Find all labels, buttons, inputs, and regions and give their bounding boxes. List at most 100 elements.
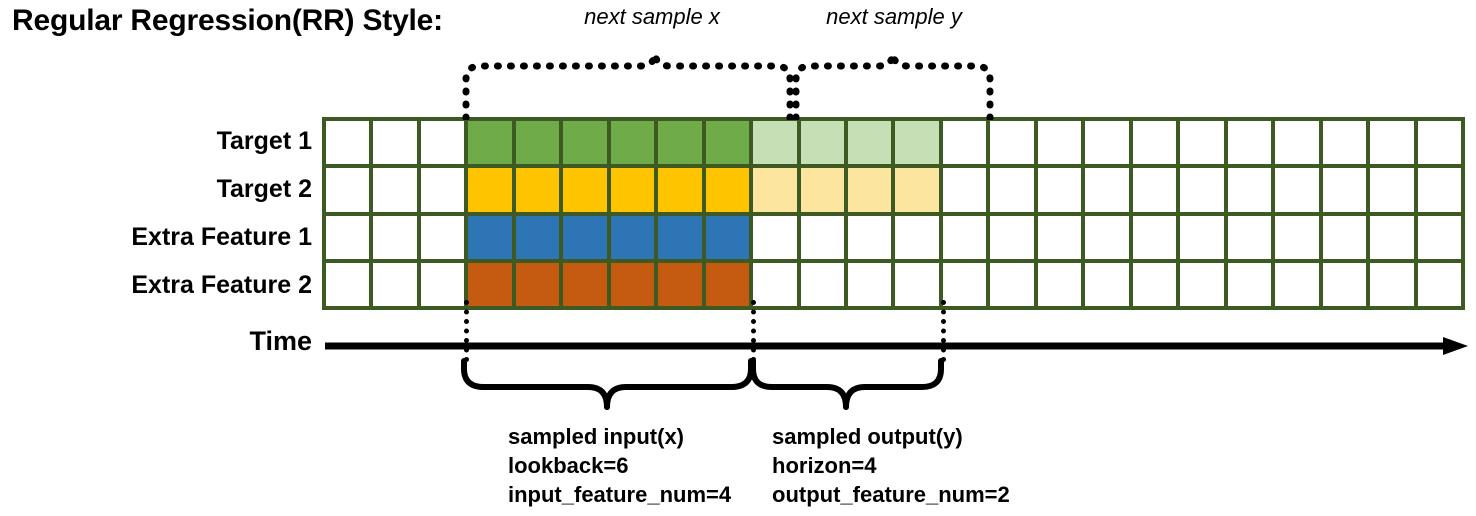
grid-cell — [848, 168, 892, 212]
grid-cell — [610, 262, 655, 306]
grid-cell — [1227, 215, 1272, 259]
grid-cell — [1322, 168, 1367, 212]
grid-cell — [1132, 215, 1177, 259]
grid-cell — [1227, 121, 1272, 165]
grid-cell — [1322, 121, 1367, 165]
grid-cell — [895, 168, 939, 212]
time-axis-arrow — [325, 337, 1468, 355]
grid-cell — [705, 121, 750, 165]
grid-cell — [1322, 215, 1367, 259]
caption-sampled-input-line-1: sampled input(x) — [508, 424, 685, 449]
grid-cell — [326, 168, 370, 212]
grid-cell — [800, 215, 845, 259]
guide-line-output-end — [941, 300, 946, 362]
grid-cell — [1370, 262, 1414, 306]
grid-cell — [1370, 121, 1414, 165]
caption-sampled-input: sampled input(x) lookback=6 input_featur… — [508, 422, 731, 509]
grid-cell — [468, 168, 512, 212]
top-brace-layer — [0, 0, 1476, 122]
bottom-brace-layer — [0, 355, 1476, 415]
grid-cell — [373, 262, 417, 306]
grid-cell — [705, 215, 750, 259]
grid-cell — [468, 262, 512, 306]
grid-cell — [658, 121, 702, 165]
grid-cell — [1085, 215, 1129, 259]
grid-cell — [1275, 121, 1319, 165]
page-title: Regular Regression(RR) Style: — [12, 4, 443, 37]
guide-line-input-start — [464, 300, 469, 362]
caption-sampled-output: sampled output(y) horizon=4 output_featu… — [772, 422, 1010, 509]
grid-cell — [1132, 168, 1177, 212]
grid-cell — [563, 168, 607, 212]
grid-cell — [1132, 262, 1177, 306]
grid-cell — [1180, 262, 1224, 306]
grid-cell — [1037, 215, 1082, 259]
grid-cell — [610, 215, 655, 259]
grid-cell — [848, 215, 892, 259]
timeline-grid — [322, 117, 1465, 310]
grid-cell — [1132, 121, 1177, 165]
grid-cell — [515, 121, 560, 165]
grid-cell — [848, 262, 892, 306]
grid-cell — [515, 168, 560, 212]
grid-cell — [942, 215, 987, 259]
caption-next-sample-y: next sample y — [826, 4, 962, 29]
grid-cell — [800, 121, 845, 165]
caption-sampled-output-line-3: output_feature_num=2 — [772, 482, 1010, 508]
grid-cell — [1417, 215, 1461, 259]
grid-cell — [1180, 121, 1224, 165]
grid-cell — [1275, 262, 1319, 306]
grid-cell — [800, 168, 845, 212]
grid-cell — [942, 262, 987, 306]
row-label-extra-feature-1: Extra Feature 1 — [131, 223, 312, 251]
grid-cell — [1370, 215, 1414, 259]
grid-cell — [990, 168, 1034, 212]
grid-cell — [373, 121, 417, 165]
grid-cell — [1180, 168, 1224, 212]
grid-cell — [990, 121, 1034, 165]
grid-cell — [895, 215, 939, 259]
grid-cell — [800, 262, 845, 306]
grid-cell — [1227, 262, 1272, 306]
grid-cell — [1085, 168, 1129, 212]
grid-cell — [610, 121, 655, 165]
grid-cell — [705, 168, 750, 212]
grid-cell — [753, 168, 797, 212]
time-axis-label: Time — [249, 326, 312, 356]
grid-cell — [326, 215, 370, 259]
grid-cell — [468, 121, 512, 165]
caption-sampled-output-line-1: sampled output(y) — [772, 424, 963, 449]
grid-cell — [515, 262, 560, 306]
grid-cell — [1275, 168, 1319, 212]
grid-cell — [420, 121, 465, 165]
grid-cell — [990, 262, 1034, 306]
grid-cell — [658, 262, 702, 306]
row-label-extra-feature-2: Extra Feature 2 — [131, 271, 312, 299]
grid-cell — [1037, 168, 1082, 212]
grid-cell — [1180, 215, 1224, 259]
brace-sampled-output — [750, 358, 944, 410]
grid-cell — [1370, 168, 1414, 212]
grid-cell — [1037, 121, 1082, 165]
grid-cell — [848, 121, 892, 165]
grid-cell — [515, 215, 560, 259]
row-label-target-1: Target 1 — [216, 127, 312, 155]
grid-cell — [420, 215, 465, 259]
grid-cell — [563, 262, 607, 306]
grid-cell — [1227, 168, 1272, 212]
grid-cell — [990, 215, 1034, 259]
grid-cell — [658, 168, 702, 212]
grid-cell — [753, 262, 797, 306]
grid-cell — [1275, 215, 1319, 259]
row-label-target-2: Target 2 — [216, 175, 312, 203]
grid-cell — [895, 121, 939, 165]
brace-sampled-input — [461, 358, 754, 410]
grid-cell — [1417, 168, 1461, 212]
caption-sampled-input-line-3: input_feature_num=4 — [508, 482, 732, 508]
grid-cell — [563, 215, 607, 259]
grid-cell — [1417, 121, 1461, 165]
caption-sampled-output-line-2: horizon=4 — [772, 453, 877, 479]
grid-cell — [1417, 262, 1461, 306]
brace-next-sample-x — [462, 48, 794, 122]
